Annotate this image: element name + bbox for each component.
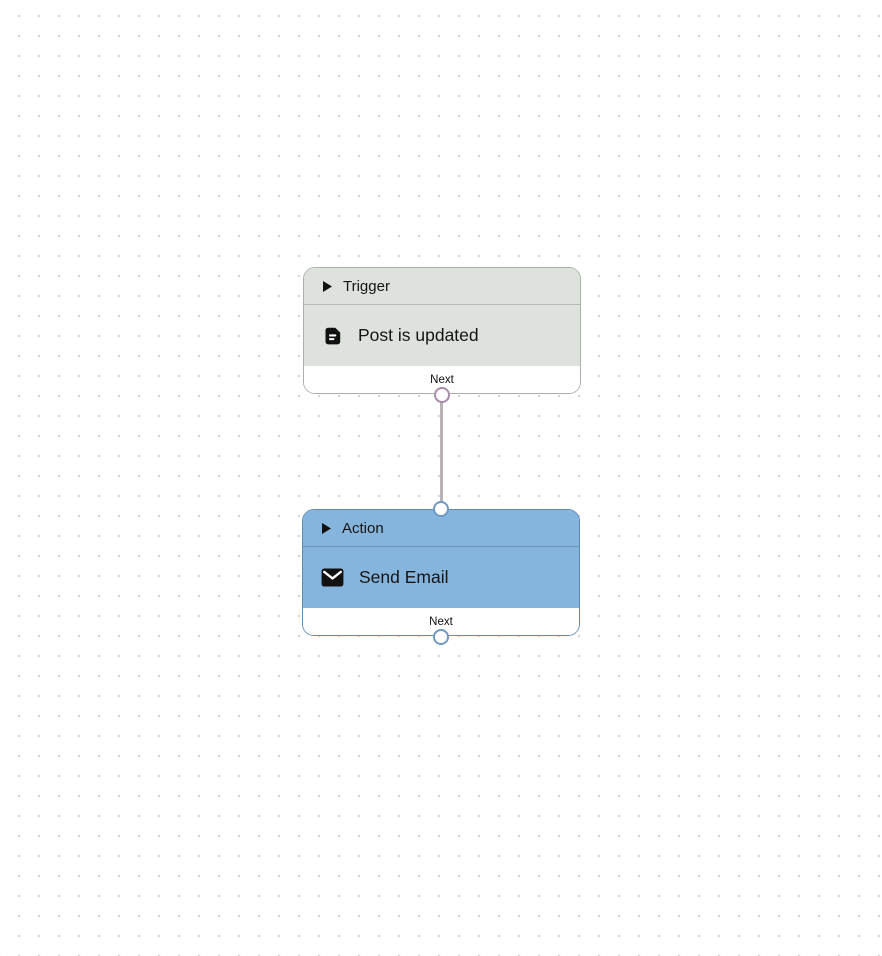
collapse-arrow-icon[interactable] [323, 280, 332, 292]
next-label: Next [429, 615, 453, 628]
next-label: Next [430, 373, 454, 386]
document-icon [322, 325, 343, 347]
trigger-output-port[interactable] [434, 386, 450, 403]
action-input-port[interactable] [433, 500, 449, 517]
node-title: Post is updated [358, 325, 479, 345]
email-icon [321, 568, 344, 587]
trigger-node[interactable]: Trigger Post is updated Next [303, 267, 581, 403]
connector-line [440, 392, 443, 514]
action-node-body[interactable]: Send Email [303, 547, 579, 608]
node-type-label: Trigger [343, 277, 390, 295]
collapse-arrow-icon[interactable] [322, 522, 331, 534]
action-output-port[interactable] [433, 628, 449, 645]
node-type-label: Action [342, 519, 384, 537]
action-node[interactable]: Action Send Email Next [302, 500, 580, 645]
trigger-node-header[interactable]: Trigger [304, 268, 580, 305]
node-title: Send Email [359, 567, 449, 587]
trigger-node-body[interactable]: Post is updated [304, 305, 580, 366]
